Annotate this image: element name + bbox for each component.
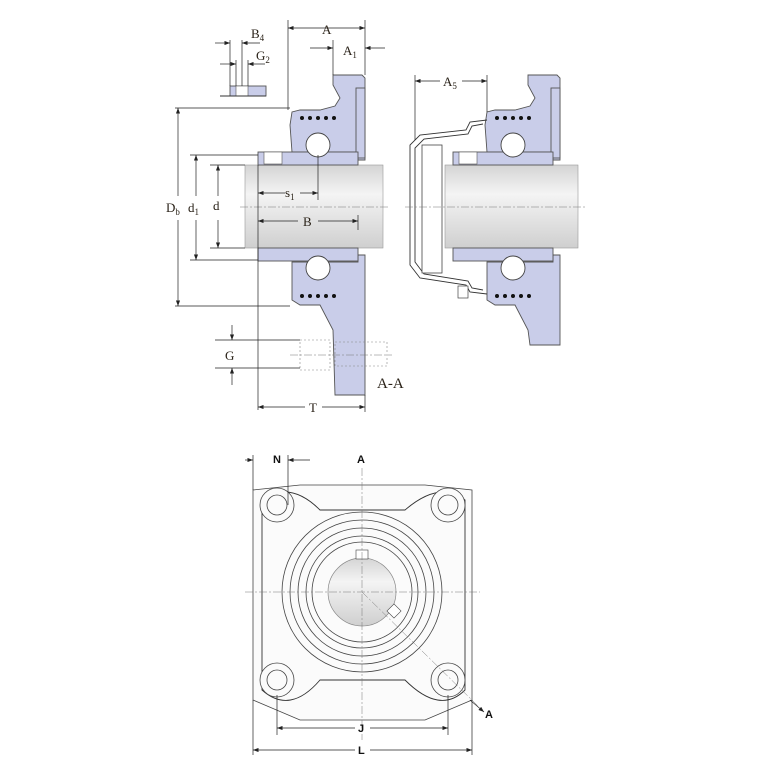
dim-label-A5: A5 <box>443 74 457 91</box>
ball-upper <box>305 132 331 158</box>
dim-label-s1: s1 <box>285 185 295 202</box>
set-screw <box>263 151 283 165</box>
dim-label-B4: B4 <box>251 26 265 43</box>
bolt-holes <box>259 487 466 698</box>
section-marker-bottom: A <box>485 709 493 721</box>
housing-lower <box>291 254 366 396</box>
dim-label-T: T <box>309 400 317 415</box>
dim-label-L: L <box>358 745 365 757</box>
dim-label-A1: A1 <box>343 43 357 60</box>
section-view: A A1 B4 G2 Db d1 d s1 B G T A-A <box>166 20 404 415</box>
dim-label-A: A <box>322 22 332 37</box>
set-screw-detail <box>220 85 267 97</box>
dim-label-B: B <box>303 214 312 229</box>
section-marker-top: A <box>357 454 365 466</box>
dim-label-Db: Db <box>166 200 180 217</box>
dim-label-J: J <box>358 723 364 735</box>
dim-label-d: d <box>213 198 220 213</box>
dim-label-d1: d1 <box>188 200 199 217</box>
ball-lower <box>305 255 331 281</box>
section-label: A-A <box>377 376 404 392</box>
shaft <box>244 164 384 249</box>
dim-label-G: G <box>225 348 234 363</box>
dim-label-N: N <box>273 454 281 466</box>
end-cap-view: A5 <box>405 74 585 346</box>
front-view: N A J L A <box>245 454 493 757</box>
dim-label-G2: G2 <box>256 48 270 65</box>
